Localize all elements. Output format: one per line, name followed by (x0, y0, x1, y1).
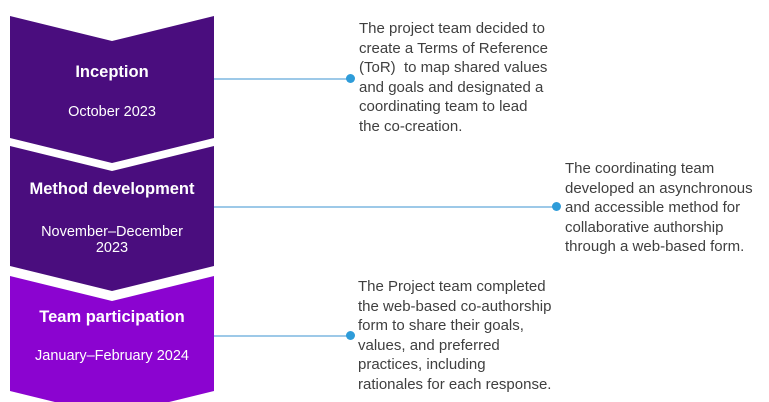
stage-chevron-method-development: Method development November–December 202… (10, 146, 214, 291)
connector-line (214, 335, 351, 337)
stage-description: The coordinating team developed an async… (565, 160, 753, 255)
stage-date: January–February 2024 (35, 348, 189, 364)
stage-description: The project team decided to create a Ter… (359, 20, 548, 135)
stage-title: Method development (29, 180, 195, 198)
connector-dot (346, 331, 355, 340)
stage-chevron-inception: Inception October 2023 (10, 16, 214, 163)
connector-dot (552, 202, 561, 211)
stage-date: October 2023 (68, 104, 156, 120)
stage-description: The Project team completed the web-based… (358, 278, 552, 393)
connector-line (214, 78, 351, 80)
connector-dot (346, 74, 355, 83)
connector-line (214, 206, 557, 208)
stage-title: Team participation (39, 308, 185, 326)
stage-title: Inception (75, 63, 149, 81)
stage-date: November–December 2023 (41, 224, 183, 256)
stage-chevron-team-participation: Team participation January–February 2024 (10, 276, 214, 402)
